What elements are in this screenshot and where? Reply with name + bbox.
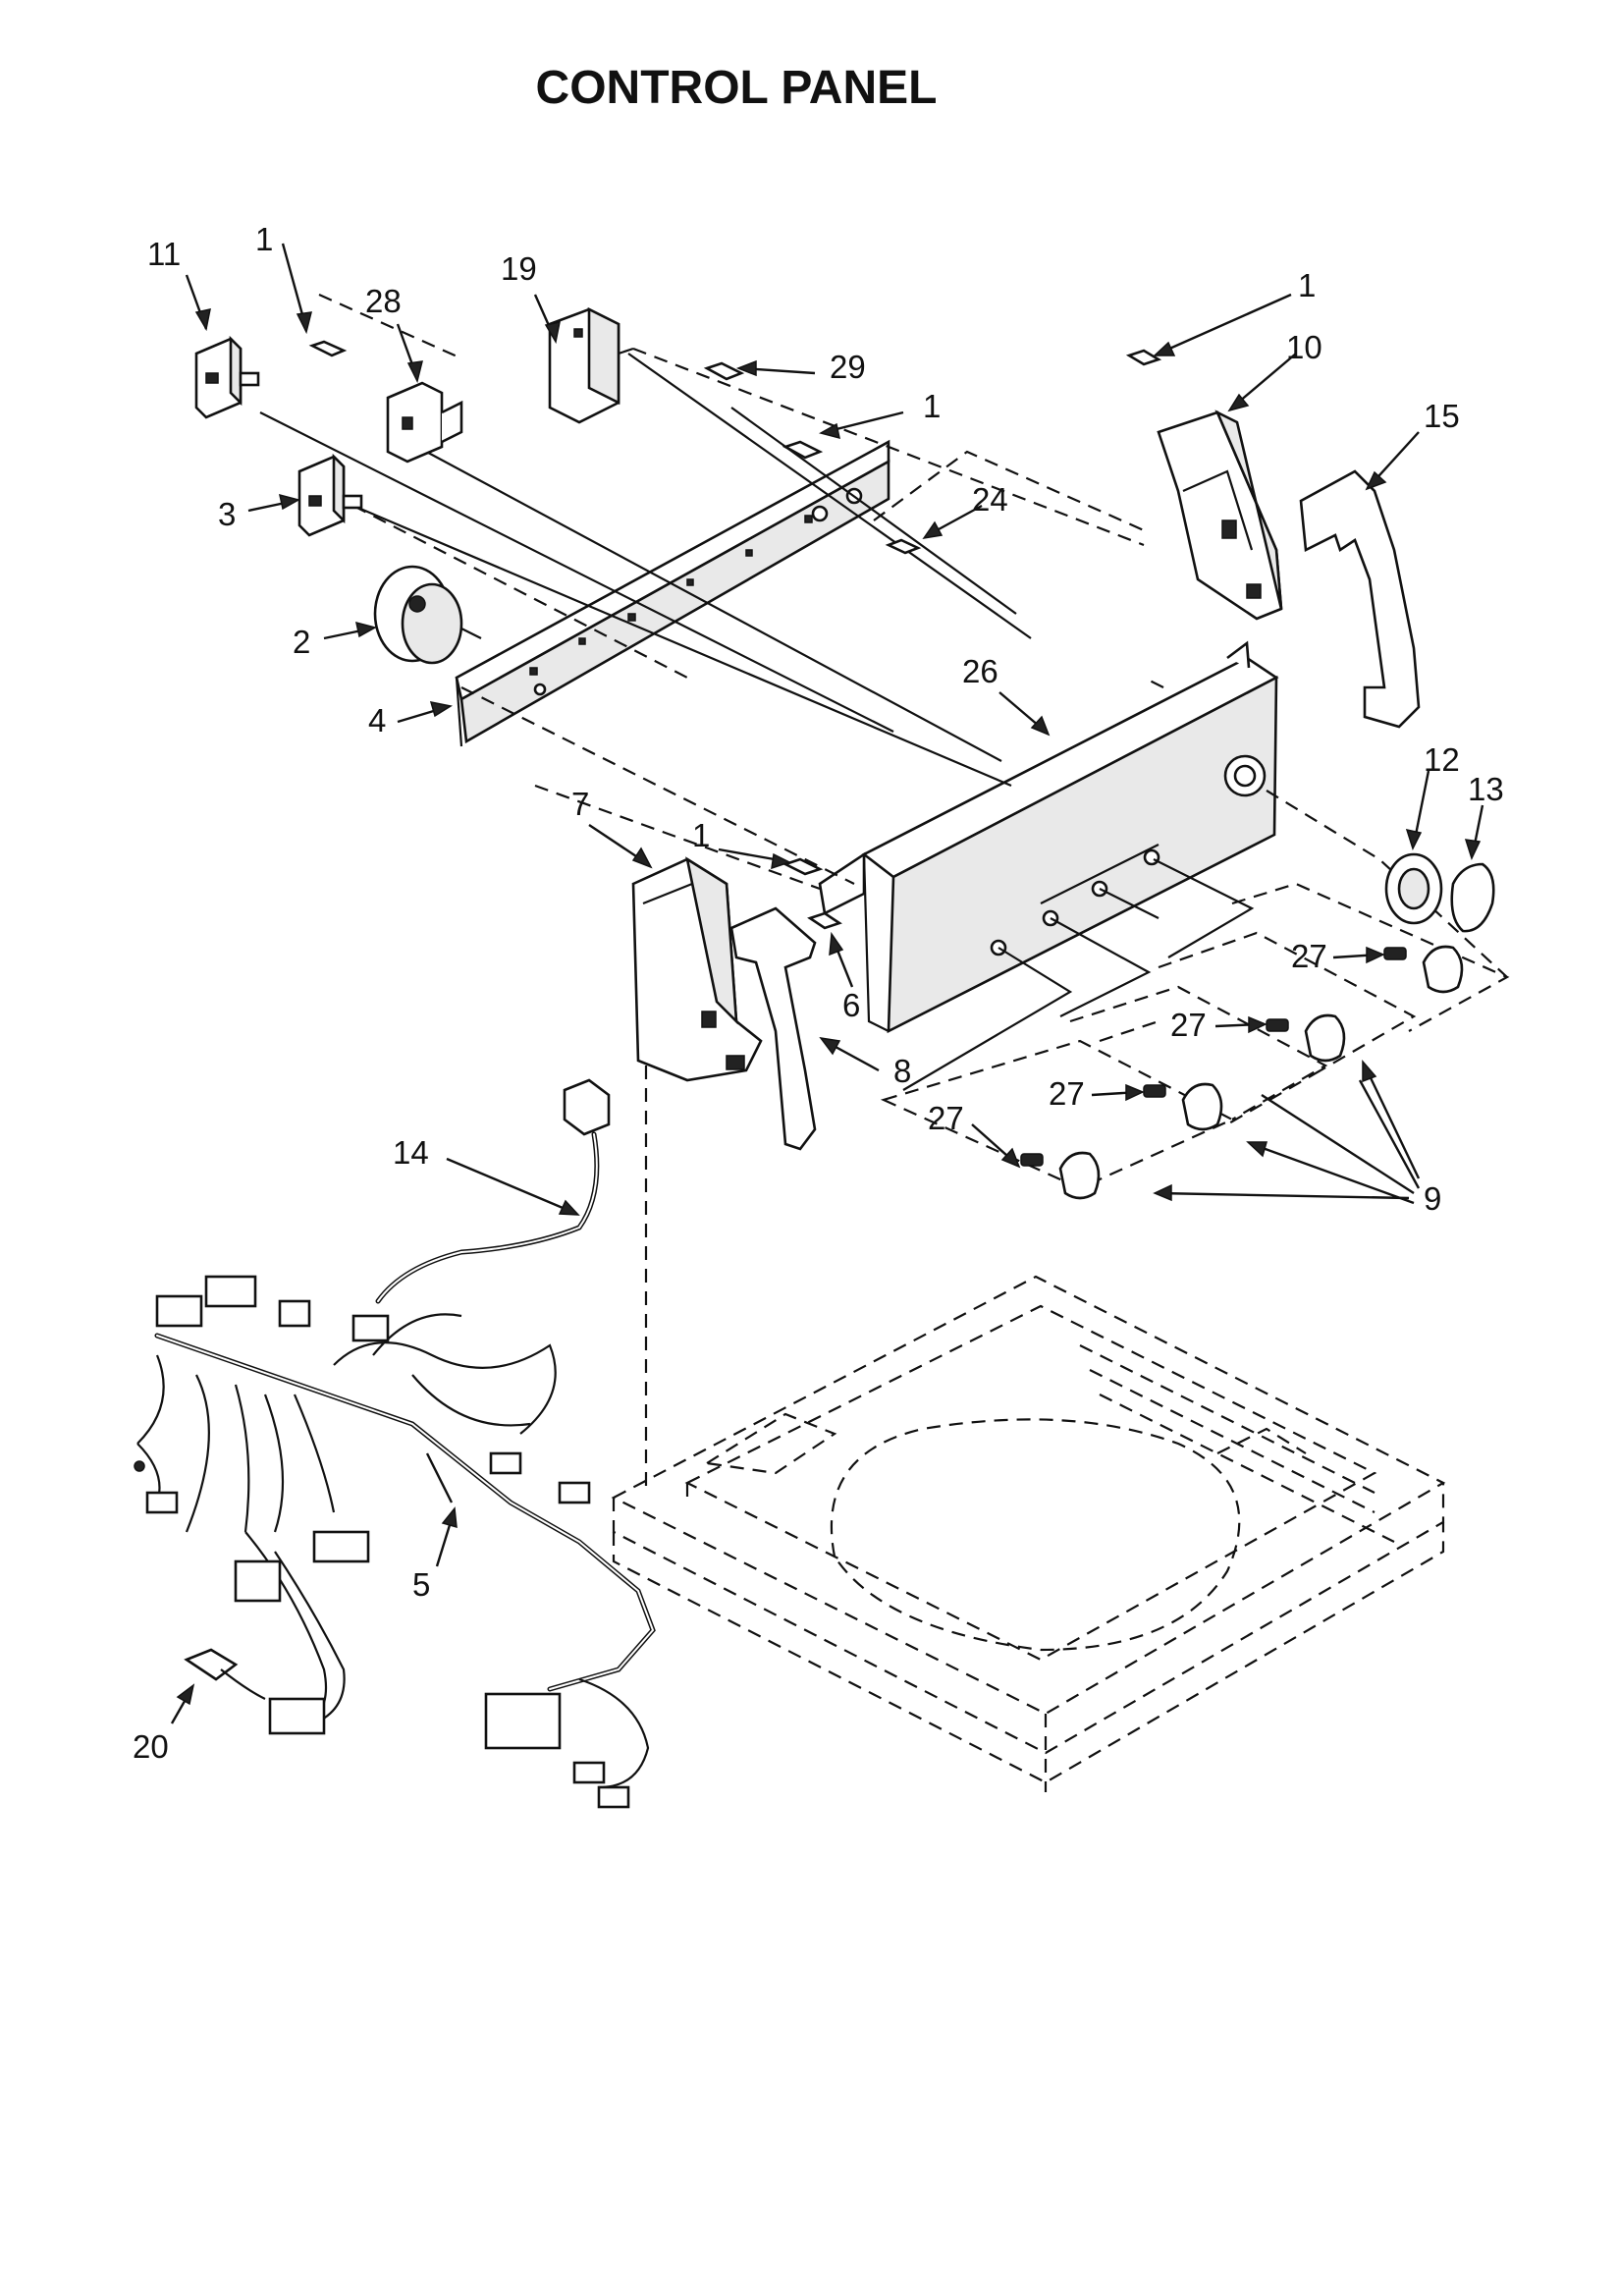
callout-1: 1 [923, 388, 941, 424]
callout-15: 15 [1424, 398, 1460, 434]
screws [308, 340, 1162, 930]
knobs-part-9 [1020, 945, 1464, 1200]
callout-28: 28 [365, 283, 402, 319]
trim-part-8 [729, 906, 817, 1151]
callout-1: 1 [255, 221, 273, 257]
diagram-title: CONTROL PANEL [535, 62, 938, 114]
switch-part-11 [194, 335, 260, 419]
bracket-part-28 [386, 381, 463, 464]
callout-27: 27 [1291, 938, 1327, 974]
callout-12: 12 [1424, 741, 1460, 778]
callout-1: 1 [692, 817, 710, 853]
power-cord-part-14 [375, 1078, 611, 1304]
switch-part-3 [297, 453, 363, 537]
timer-part-19 [548, 306, 634, 424]
callout-13: 13 [1468, 771, 1504, 807]
trim-part-15 [1299, 469, 1421, 729]
cabinet-top-outline [611, 1275, 1446, 1792]
callout-10: 10 [1286, 329, 1322, 365]
callout-27: 27 [1049, 1075, 1085, 1112]
callout-20: 20 [133, 1728, 169, 1765]
mounting-bracket [455, 439, 890, 747]
callout-3: 3 [218, 496, 236, 532]
callout-27: 27 [928, 1100, 964, 1136]
callout-6: 6 [842, 987, 860, 1023]
console-body [818, 640, 1279, 1034]
callout-labels: 11 1 28 19 29 1 1 10 15 3 24 2 26 4 12 1… [133, 221, 1504, 1765]
callout-29: 29 [830, 349, 866, 385]
end-cap-part-7 [631, 856, 763, 1082]
knob-part-12-13 [1384, 852, 1495, 933]
callout-14: 14 [393, 1134, 429, 1171]
assembly-dashed-lines [259, 293, 1164, 891]
callout-5: 5 [412, 1566, 430, 1603]
knob-leader-lines [880, 790, 1510, 1190]
callout-27: 27 [1170, 1007, 1207, 1043]
callout-7: 7 [571, 786, 589, 822]
end-cap-part-10 [1157, 410, 1283, 621]
callout-11: 11 [147, 236, 181, 272]
timer-part-2 [373, 565, 482, 665]
callout-8: 8 [893, 1053, 911, 1089]
callout-4: 4 [368, 702, 386, 738]
bracket-part-20 [184, 1648, 266, 1700]
callout-arrows [170, 243, 1484, 1724]
callout-2: 2 [293, 624, 310, 660]
callout-24: 24 [972, 481, 1008, 518]
callout-19: 19 [501, 250, 537, 287]
callout-9: 9 [1424, 1180, 1441, 1217]
callout-26: 26 [962, 653, 998, 689]
wire-harness-part-5 [134, 1275, 656, 1809]
callout-1: 1 [1298, 267, 1316, 303]
